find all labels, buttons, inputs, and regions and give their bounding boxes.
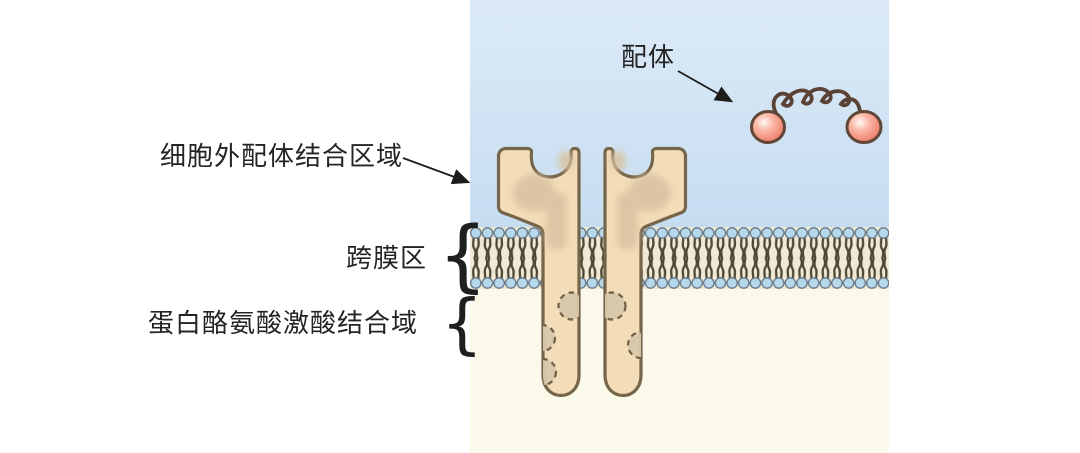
receptor-shading [513, 151, 671, 250]
lipid-bilayer-membrane [470, 227, 889, 289]
label-ligand: 配体 [621, 42, 676, 72]
arrow-ligand [677, 70, 734, 103]
brace-transmembrane: { [438, 211, 488, 301]
ligand-sphere-left [750, 110, 786, 144]
annotation-arrows [402, 70, 734, 185]
ligand-dimer [750, 87, 883, 144]
arrow-extracellular-domain [402, 157, 471, 185]
label-protein-tyrosine-kinase-domain: 蛋白酪氨酸激酸结合域 [147, 308, 418, 338]
label-extracellular-ligand-binding-domain: 细胞外配体结合区域 [159, 141, 403, 171]
membrane-lipids [470, 227, 889, 289]
ligand-squiggle-linker [771, 87, 862, 115]
brace-kinase-domain: { [441, 285, 483, 362]
ligand-sphere-right [845, 110, 883, 144]
kinase-domain-circles [543, 291, 641, 387]
label-transmembrane-region: 跨膜区 [345, 243, 427, 273]
